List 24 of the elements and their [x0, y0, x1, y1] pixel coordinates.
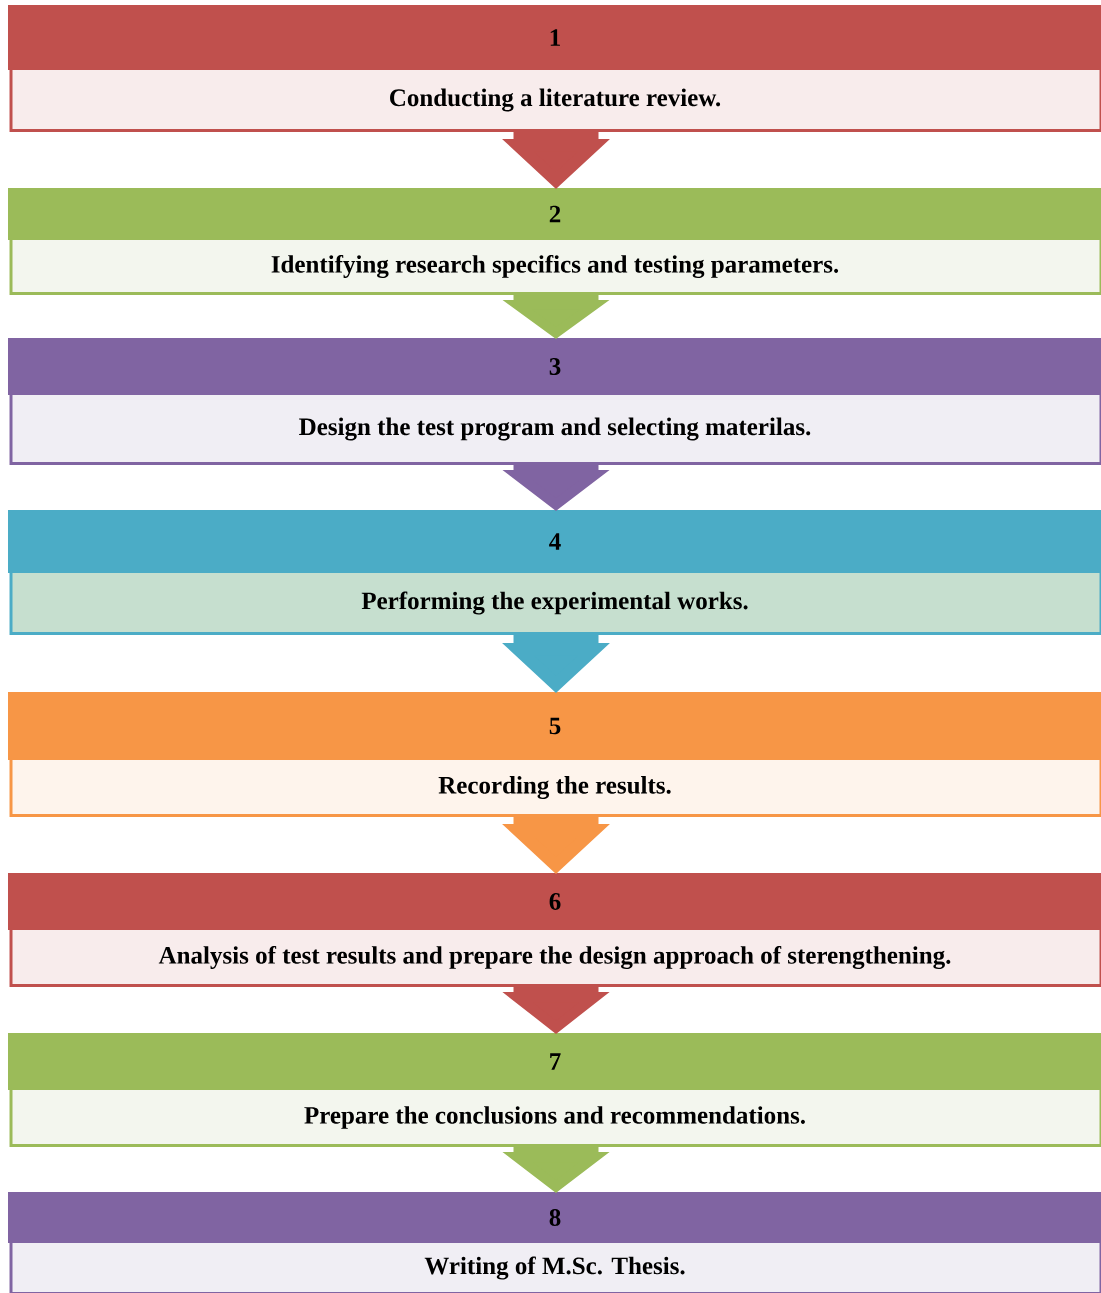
- step-text: Design the test program and selecting materilas.: [299, 417, 811, 441]
- step-text: Writing of M.Sc. Thesis.: [424, 1256, 685, 1280]
- step-box: [8, 1192, 1101, 1293]
- step-box: [8, 338, 1101, 465]
- step-number: 4: [549, 533, 561, 550]
- step-text: Identifying research specifics and testing parameters.: [271, 254, 839, 279]
- step-number: 5: [549, 717, 561, 735]
- step-text: Performing the experimental works.: [361, 591, 748, 615]
- step-text: Prepare the conclusions and recommendations.: [304, 1106, 805, 1129]
- step-box: [8, 188, 1101, 295]
- step-box: [8, 5, 1101, 132]
- step-box: [8, 692, 1101, 817]
- step-box: [8, 510, 1101, 635]
- step-text: Conducting a literature review.: [390, 88, 721, 112]
- step-text: Analysis of test results and prepare the design approach of sterengthening.: [158, 945, 951, 970]
- step-number: 6: [549, 893, 561, 910]
- step-number: 7: [550, 1053, 561, 1070]
- step-number: 2: [549, 205, 561, 223]
- step-box: [8, 1033, 1101, 1147]
- step-number: 3: [549, 358, 561, 375]
- step-number: 1: [550, 29, 560, 46]
- step-box: [8, 873, 1101, 987]
- step-text: Recording the results.: [438, 776, 671, 799]
- step-number: 8: [549, 1209, 561, 1226]
